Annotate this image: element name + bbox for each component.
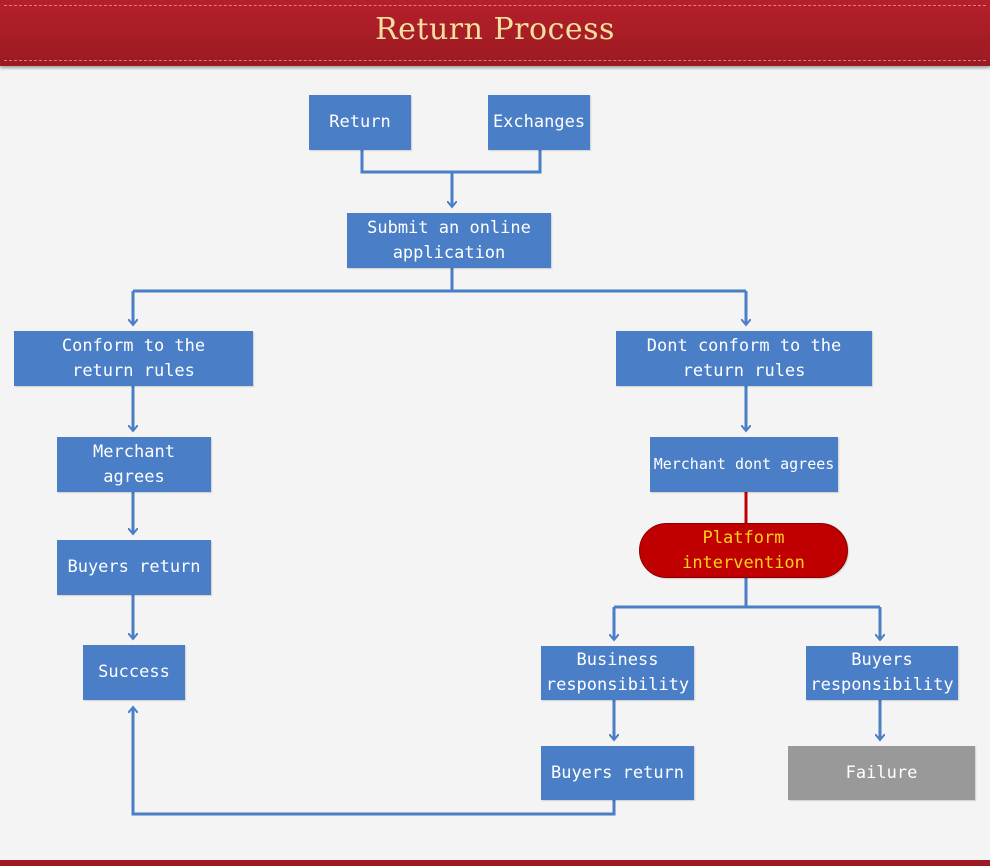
- merchant-agrees-node: Merchant agrees: [57, 437, 211, 492]
- success-node: Success: [83, 645, 185, 700]
- merchant-dont-agrees-node: Merchant dont agrees: [650, 437, 838, 492]
- exchanges-node: Exchanges: [488, 95, 590, 150]
- buyers-return-left-node: Buyers return: [57, 540, 211, 595]
- return-node: Return: [309, 95, 411, 150]
- connector-platform-split: [614, 578, 880, 609]
- header-banner: Return Process: [0, 0, 990, 66]
- failure-node: Failure: [788, 746, 975, 800]
- footer-line: [0, 860, 990, 866]
- connector-back-to-success: [133, 707, 616, 816]
- buyers-return-right-node: Buyers return: [541, 746, 694, 800]
- connector-return-exchanges-merge: [360, 150, 542, 174]
- connector-submit-split: [133, 268, 746, 293]
- page-title: Return Process: [375, 12, 615, 47]
